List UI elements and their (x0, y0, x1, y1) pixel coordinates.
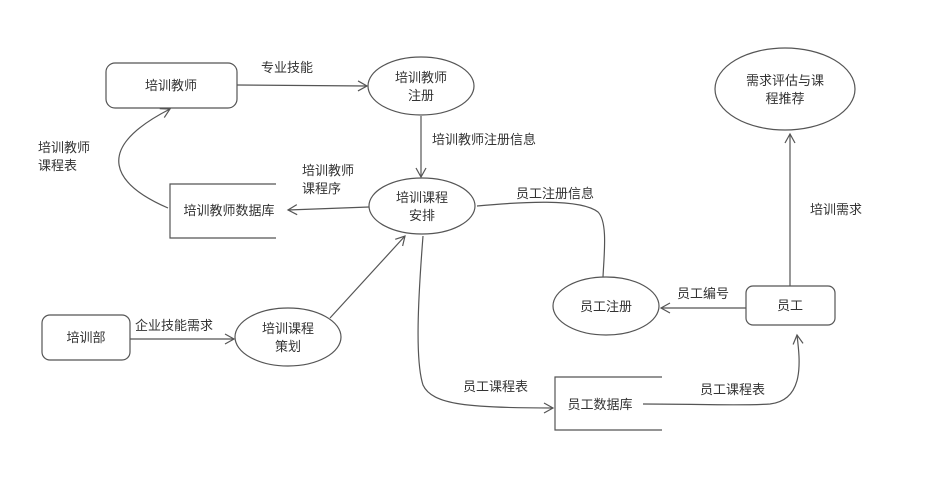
process-employee-register: 员工注册 (552, 276, 660, 336)
label-training-needs: 培训需求 (810, 202, 862, 218)
flow-trainer-schedule (118, 108, 172, 209)
process-label: 策划 (275, 339, 301, 355)
label-trainer-schedule: 课程表 (38, 159, 77, 174)
flow-plan-to-arrange (329, 235, 406, 319)
label-skills: 专业技能 (261, 61, 313, 76)
entity-label: 培训教师 (145, 78, 197, 94)
flow-trainer-course-order (286, 204, 370, 216)
process-label: 员工注册 (580, 300, 632, 315)
label-employee-schedule: 员工课程表 (463, 380, 528, 395)
process-label: 安排 (409, 209, 435, 224)
label-trainer-course-order: 培训教师 (302, 163, 354, 179)
datastore-trainer-db: 培训教师数据库 (169, 183, 276, 239)
entity-label: 培训部 (66, 330, 105, 346)
process-label: 需求评估与课 (746, 74, 824, 89)
flow-employee-reg-info (476, 201, 606, 278)
label-enterprise-skill-needs: 企业技能需求 (135, 318, 213, 334)
entity-training-dept: 培训部 (41, 314, 131, 361)
entity-trainer: 培训教师 (105, 62, 238, 109)
datastore-label: 培训教师数据库 (183, 203, 274, 219)
process-course-plan: 培训课程 策划 (234, 307, 342, 367)
flow-employee-schedule-1 (417, 235, 555, 414)
process-course-arrange: 培训课程 安排 (368, 177, 476, 235)
datastore-label: 员工数据库 (567, 397, 632, 413)
entity-employee: 员工 (745, 285, 836, 326)
flow-skills (236, 80, 369, 92)
label-trainer-course-order: 课程序 (302, 182, 341, 197)
flow-employee-schedule-2 (642, 333, 804, 406)
label-employee-schedule: 员工课程表 (700, 383, 765, 398)
datastore-employee-db: 员工数据库 (554, 376, 662, 431)
process-trainer-register: 培训教师 注册 (367, 56, 475, 116)
process-label: 培训教师 (395, 70, 447, 86)
process-needs-evaluation: 需求评估与课 程推荐 (714, 47, 856, 131)
label-trainer-schedule: 培训教师 (38, 140, 90, 156)
process-label: 注册 (408, 89, 434, 104)
process-label: 培训课程 (396, 190, 448, 206)
label-employee-id: 员工编号 (677, 287, 729, 302)
label-trainer-reg-info: 培训教师注册信息 (432, 132, 536, 148)
entity-label: 员工 (777, 299, 803, 314)
process-label: 培训课程 (262, 321, 314, 337)
process-label: 程推荐 (765, 92, 804, 107)
label-employee-reg-info: 员工注册信息 (516, 186, 594, 202)
